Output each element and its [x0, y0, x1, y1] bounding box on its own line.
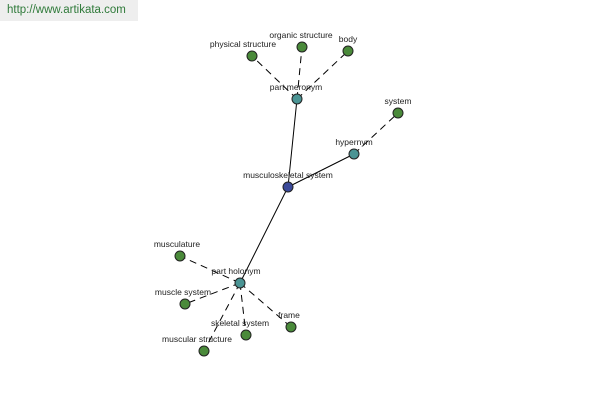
node-rel-holonym[interactable] — [234, 277, 246, 289]
edge-rel-holonym — [239, 186, 289, 284]
node-leaf-musculature[interactable] — [174, 250, 186, 262]
label-leaf-muscle-system: muscle system — [155, 287, 211, 297]
node-leaf-frame[interactable] — [285, 321, 297, 333]
node-rel-hypernym[interactable] — [348, 148, 360, 160]
source-bar: http://www.artikata.com — [0, 0, 138, 21]
edge-leaf-skeletal-system — [239, 282, 247, 336]
label-leaf-system: system — [385, 96, 412, 106]
node-leaf-system[interactable] — [392, 107, 404, 119]
edge-leaf-muscular-structure — [203, 282, 241, 352]
label-leaf-muscular-structure: muscular structure — [162, 334, 232, 344]
edge-leaf-organic-structure — [296, 46, 303, 100]
label-rel-holonym: part holonym — [211, 266, 260, 276]
edge-leaf-physical-structure — [251, 55, 298, 100]
edge-rel-hypernym — [287, 153, 355, 188]
edges — [179, 46, 399, 352]
label-leaf-organic-structure: organic structure — [269, 30, 333, 40]
edge-rel-meronym — [287, 98, 298, 188]
node-leaf-muscular-structure[interactable] — [198, 345, 210, 357]
node-rel-meronym[interactable] — [291, 93, 303, 105]
label-leaf-physical-structure: physical structure — [210, 39, 276, 49]
node-leaf-physical-structure[interactable] — [246, 50, 258, 62]
label-leaf-musculature: musculature — [154, 239, 201, 249]
source-link[interactable]: http://www.artikata.com — [7, 4, 126, 16]
nodes — [174, 41, 404, 357]
label-center: musculoskeletal system — [243, 170, 333, 180]
label-leaf-body: body — [339, 34, 358, 44]
node-leaf-body[interactable] — [342, 45, 354, 57]
edge-leaf-musculature — [179, 255, 241, 284]
node-leaf-organic-structure[interactable] — [296, 41, 308, 53]
node-leaf-muscle-system[interactable] — [179, 298, 191, 310]
label-leaf-frame: frame — [278, 310, 300, 320]
node-leaf-skeletal-system[interactable] — [240, 329, 252, 341]
node-center[interactable] — [282, 181, 294, 193]
edge-leaf-muscle-system — [184, 282, 241, 305]
edge-leaf-system — [353, 112, 399, 155]
label-leaf-skeletal-system: skeletal system — [211, 318, 269, 328]
label-rel-hypernym: hypernym — [335, 137, 372, 147]
labels: musculoskeletal system part meronym hypern… — [154, 30, 412, 344]
label-rel-meronym: part meronym — [270, 82, 322, 92]
